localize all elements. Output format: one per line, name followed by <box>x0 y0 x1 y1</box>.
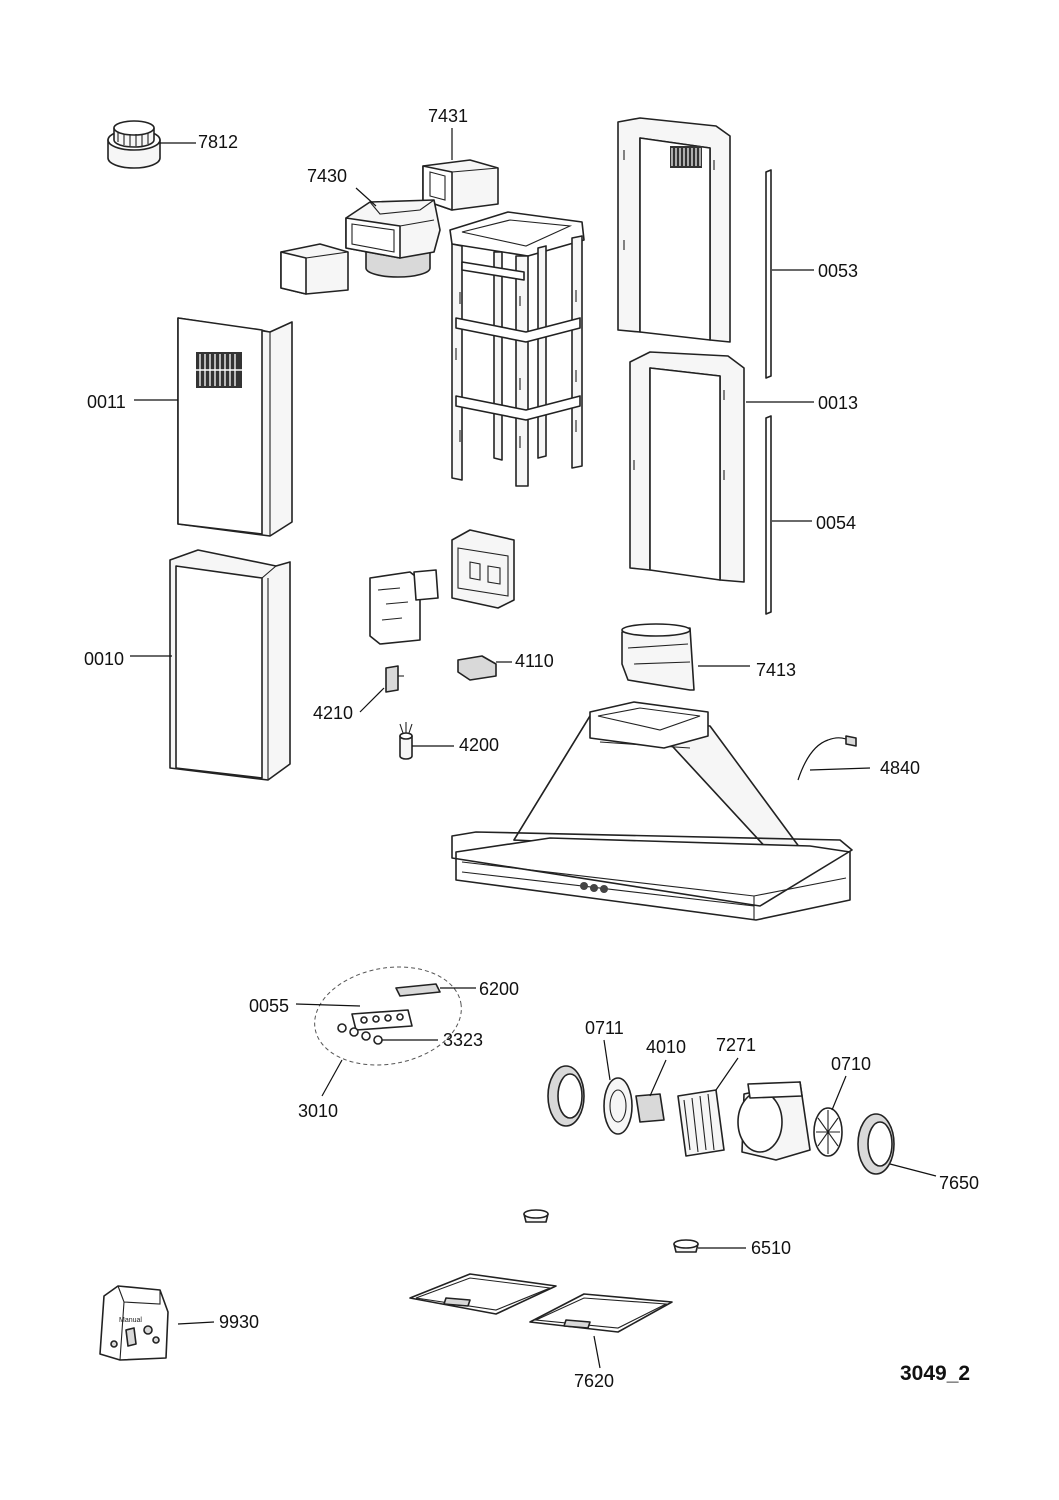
label-7271: 7271 <box>716 1035 756 1055</box>
label-7413: 7413 <box>756 660 796 680</box>
accessory-bag-9930 <box>99 1285 169 1361</box>
label-0711: 0711 <box>585 1018 624 1038</box>
bag-manual-text: Manual <box>119 1317 142 1324</box>
part-labels: 7812 7431 7430 0053 0011 0013 0054 0010 … <box>84 106 979 1391</box>
label-0055: 0055 <box>249 996 289 1016</box>
power-cable-4840 <box>797 735 857 781</box>
upper-chimney-vent <box>670 146 702 168</box>
label-7812: 7812 <box>198 132 238 152</box>
label-0710: 0710 <box>831 1054 871 1074</box>
capacitor-4200 <box>399 722 413 760</box>
label-6510: 6510 <box>751 1238 791 1258</box>
chimney-support-frame <box>449 211 585 487</box>
transition-duct-7413 <box>621 623 695 691</box>
label-6200: 6200 <box>479 979 519 999</box>
hood-body <box>451 701 853 921</box>
label-0013: 0013 <box>818 393 858 413</box>
duct-adaptor-7812 <box>107 120 161 169</box>
label-7430: 7430 <box>307 166 347 186</box>
side-outlet-duct <box>280 243 349 295</box>
leader-lines <box>130 128 937 1369</box>
lower-chimney-front-0010 <box>169 549 291 781</box>
label-4210: 4210 <box>313 703 353 723</box>
guide-rail-0053 <box>765 169 772 379</box>
switch-4210 <box>385 665 404 693</box>
label-3010: 3010 <box>298 1101 338 1121</box>
label-0010: 0010 <box>84 649 124 669</box>
label-4010: 4010 <box>646 1037 686 1057</box>
label-4200: 4200 <box>459 735 499 755</box>
label-3323: 3323 <box>443 1030 483 1050</box>
upper-chimney-rear <box>617 117 731 343</box>
upper-chimney-vent-front <box>196 352 242 388</box>
label-7431: 7431 <box>428 106 468 126</box>
transformer-4110 <box>457 655 497 681</box>
label-4110: 4110 <box>515 651 554 671</box>
label-0054: 0054 <box>816 513 856 533</box>
label-9930: 9930 <box>219 1312 259 1332</box>
label-4840: 4840 <box>880 758 920 778</box>
control-board-bracket <box>369 529 515 645</box>
lamp-6510 <box>523 1209 699 1253</box>
blower-assembly <box>547 1065 895 1175</box>
upper-chimney-front-0011 <box>177 317 293 537</box>
guide-rail-0054 <box>765 415 772 615</box>
label-7650: 7650 <box>939 1173 979 1193</box>
lower-chimney-rear-0013 <box>629 351 745 583</box>
label-0053: 0053 <box>818 261 858 281</box>
drawing-code: 3049_2 <box>900 1362 970 1385</box>
label-7620: 7620 <box>574 1371 614 1391</box>
air-diverter-7430 <box>345 199 441 278</box>
grease-filter-7620 <box>409 1273 673 1333</box>
label-0011: 0011 <box>87 392 126 412</box>
control-panel-group-3010 <box>314 966 462 1066</box>
